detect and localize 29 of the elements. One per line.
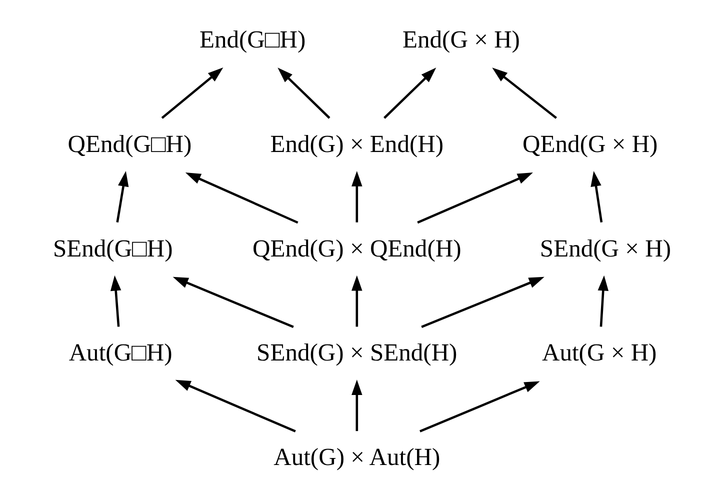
node-text: Aut(G) × Aut(H) xyxy=(273,444,440,472)
node-text: Aut(G × H) xyxy=(541,340,656,367)
node-text: SEnd(G□H) xyxy=(52,235,172,262)
arrow xyxy=(116,171,128,223)
node-text: QEnd(G□H) xyxy=(67,130,192,158)
arrow xyxy=(420,276,544,328)
arrow xyxy=(492,68,556,119)
arrow xyxy=(597,275,608,327)
node-text: SEnd(G × H) xyxy=(539,235,671,262)
arrow xyxy=(160,68,223,119)
arrow xyxy=(351,275,362,327)
node-text: QEnd(G) × QEnd(H) xyxy=(252,235,461,262)
node-text: Aut(G□H) xyxy=(68,340,172,367)
node-text: QEnd(G × H) xyxy=(522,130,658,158)
arrow xyxy=(351,380,362,432)
arrow xyxy=(416,172,532,224)
arrow xyxy=(351,170,362,222)
node-text: End(G × H) xyxy=(402,26,520,54)
node-text: End(G□H) xyxy=(198,26,306,54)
arrow xyxy=(383,68,436,119)
arrow xyxy=(590,171,602,223)
arrow xyxy=(184,172,298,224)
arrow xyxy=(172,276,294,328)
arrow xyxy=(110,275,121,327)
arrow xyxy=(277,68,330,119)
node-text: End(G) × End(H) xyxy=(270,130,444,158)
arrow xyxy=(419,381,540,432)
node-text: SEnd(G) × SEnd(H) xyxy=(256,340,457,367)
arrow xyxy=(174,380,296,432)
